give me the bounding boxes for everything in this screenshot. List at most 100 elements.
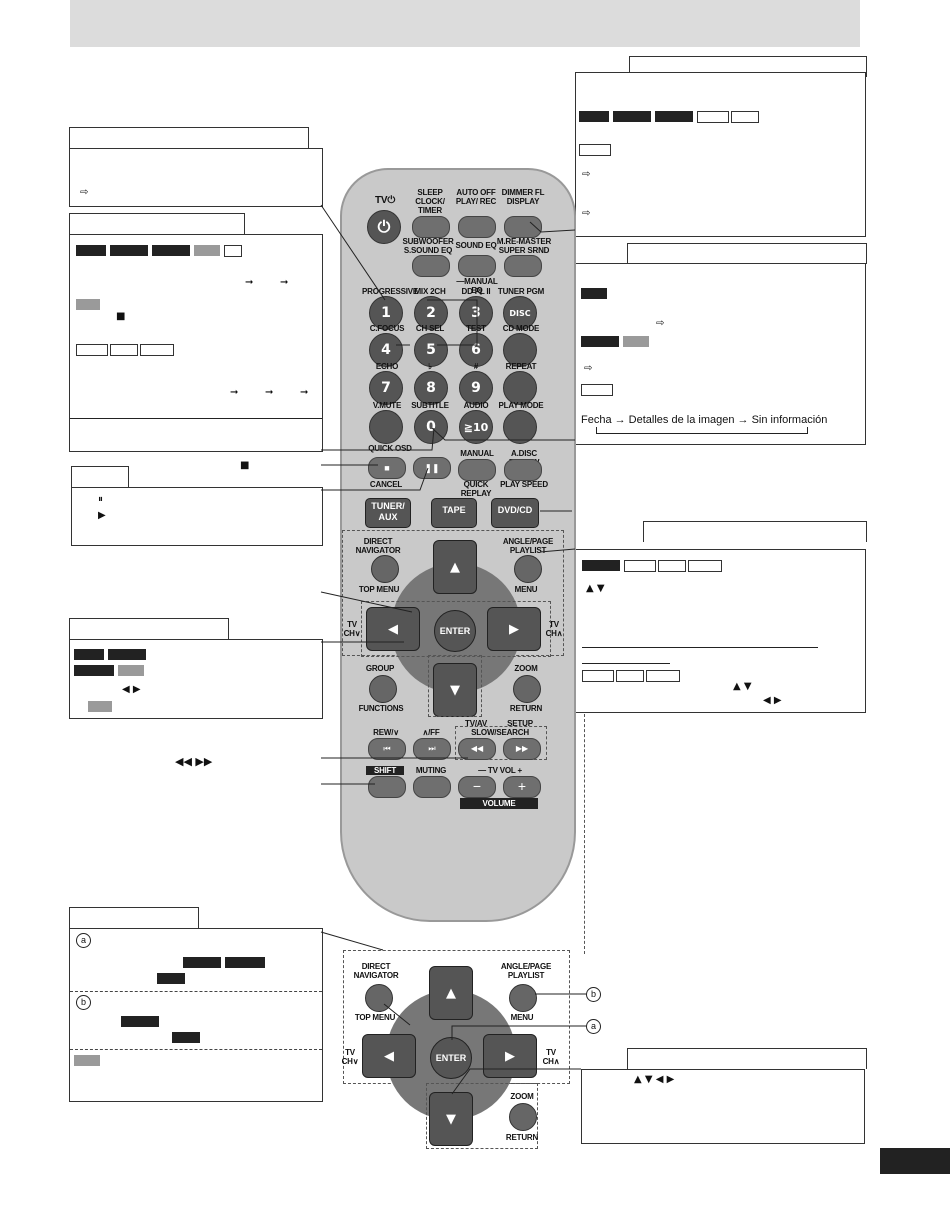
mre-master-label: M.RE-MASTER SUPER SRND (496, 237, 552, 255)
manual-skip-button[interactable] (458, 459, 496, 481)
disc-button[interactable]: DISC (503, 296, 537, 330)
disc-chip (624, 560, 656, 572)
number-8-button[interactable]: 8 (414, 371, 448, 405)
angle-page-button[interactable] (514, 555, 542, 583)
right-box1-tab (629, 56, 867, 77)
cd-mode-button[interactable] (503, 333, 537, 367)
number-9-button[interactable]: 9 (459, 371, 493, 405)
number-5-button[interactable]: 5 (414, 333, 448, 367)
left-box3: ⏸ ▶ (71, 487, 323, 546)
adisc-review-button[interactable] (504, 459, 542, 481)
disc-chip (655, 111, 693, 122)
disc-chip (157, 973, 185, 984)
ff-label: ∧/FF (422, 728, 440, 737)
divider (70, 1049, 322, 1050)
muting-button[interactable] (413, 776, 451, 798)
disc-chip (74, 649, 104, 660)
ref-arrow-icon: ⇨ (582, 169, 591, 180)
disc-chip (88, 701, 112, 712)
repeat-button[interactable] (503, 371, 537, 405)
flat-label: ♭ (428, 362, 432, 371)
volume-down-button[interactable]: − (458, 776, 496, 798)
left-box4: ◀ ▶ (69, 639, 323, 719)
play-mode-button[interactable] (503, 410, 537, 444)
right-button[interactable]: ▶ (487, 607, 541, 651)
bottom-angle-page-button[interactable] (509, 984, 537, 1012)
bottom-angle-page-label: ANGLE/PAGE PLAYLIST (500, 962, 552, 980)
bottom-right-button[interactable]: ▶ (483, 1034, 537, 1078)
number-2-button[interactable]: 2 (414, 296, 448, 330)
arrow-right-icon: ➞ (230, 387, 239, 398)
ff-button[interactable]: ⏭ (413, 738, 451, 760)
echo-label: ECHO (375, 362, 399, 371)
header-bar (70, 0, 860, 47)
left-box4-tab (69, 618, 229, 639)
subwoofer-button[interactable] (412, 255, 450, 277)
bottom-top-menu-label: TOP MENU (354, 1013, 396, 1022)
disc-chip (110, 245, 148, 256)
volume-up-button[interactable]: + (503, 776, 541, 798)
bottom-left-button[interactable]: ◀ (362, 1034, 416, 1078)
dimmer-label: DIMMER FL DISPLAY (501, 188, 545, 206)
functions-label: FUNCTIONS (358, 704, 404, 713)
manual-eq-label: —MANUAL EQ (456, 277, 498, 295)
stop-button[interactable]: ■ (368, 457, 406, 479)
shift-button[interactable] (368, 776, 406, 798)
number-1-button[interactable]: 1 (369, 296, 403, 330)
bottom-zoom-button[interactable] (509, 1103, 537, 1131)
progressive-label: PROGRESSIVE (362, 287, 419, 296)
dimmer-button[interactable] (504, 216, 542, 238)
quick-replay-label: QUICK REPLAY (460, 480, 492, 498)
mre-master-button[interactable] (504, 255, 542, 277)
zoom-button[interactable] (513, 675, 541, 703)
enter-button[interactable]: ENTER (434, 610, 476, 652)
tape-button[interactable]: TAPE (431, 498, 477, 528)
right-box4-tab (627, 1048, 867, 1069)
number-10plus-button[interactable]: ≧10 (459, 410, 493, 444)
tv-power-button[interactable]: ⏻ (367, 210, 401, 244)
arrow-right-icon: ➞ (265, 387, 274, 398)
divider (70, 991, 322, 992)
up-button[interactable]: ▲ (433, 540, 477, 594)
ref-arrow-icon: ⇨ (584, 363, 593, 374)
disc-chip (623, 336, 649, 347)
slow-rew-button[interactable]: ◀◀ (458, 738, 496, 760)
disc-chip (140, 344, 174, 356)
right-box3-tab (643, 521, 867, 542)
sleep-button[interactable] (412, 216, 450, 238)
shift-label: SHIFT (366, 766, 404, 775)
number-7-button[interactable]: 7 (369, 371, 403, 405)
group-button[interactable] (369, 675, 397, 703)
sound-eq-button[interactable] (458, 255, 496, 277)
pause-button[interactable]: ❚❚ (413, 457, 451, 479)
vmute-button[interactable] (369, 410, 403, 444)
bottom-enter-button[interactable]: ENTER (430, 1037, 472, 1079)
sleep-label: SLEEP CLOCK/ TIMER (415, 188, 445, 215)
auto-off-button[interactable] (458, 216, 496, 238)
ref-arrow-icon: ⇨ (80, 187, 89, 198)
number-6-button[interactable]: 6 (459, 333, 493, 367)
rew-button[interactable]: ⏮ (368, 738, 406, 760)
angle-page-label: ANGLE/PAGE PLAYLIST (502, 537, 554, 555)
dvd-cd-button[interactable]: DVD/CD (491, 498, 539, 528)
label-a-icon: a (586, 1019, 601, 1034)
disc-chip (582, 670, 614, 682)
number-3-button[interactable]: 3 (459, 296, 493, 330)
bottom-down-button[interactable]: ▼ (429, 1092, 473, 1146)
mix2ch-label: MIX 2CH (414, 287, 446, 296)
direction-keys-icon: ▲ ▼ ◀ ▶ (634, 1074, 675, 1085)
disc-chip (579, 144, 611, 156)
subwoofer-label: SUBWOOFER S.SOUND EQ (402, 237, 454, 255)
number-4-button[interactable]: 4 (369, 333, 403, 367)
tuner-aux-button[interactable]: TUNER/ AUX (365, 498, 411, 528)
direct-nav-button[interactable] (371, 555, 399, 583)
disc-chip (581, 336, 619, 347)
audio-label: AUDIO (463, 401, 489, 410)
bottom-menu-label: MENU (510, 1013, 534, 1022)
bottom-up-button[interactable]: ▲ (429, 966, 473, 1020)
bottom-direct-nav-label: DIRECT NAVIGATOR (353, 962, 399, 980)
slow-ff-button[interactable]: ▶▶ (503, 738, 541, 760)
down-button[interactable]: ▼ (433, 663, 477, 717)
direct-nav-label: DIRECT NAVIGATOR (355, 537, 401, 555)
number-0-button[interactable]: 0 (414, 410, 448, 444)
